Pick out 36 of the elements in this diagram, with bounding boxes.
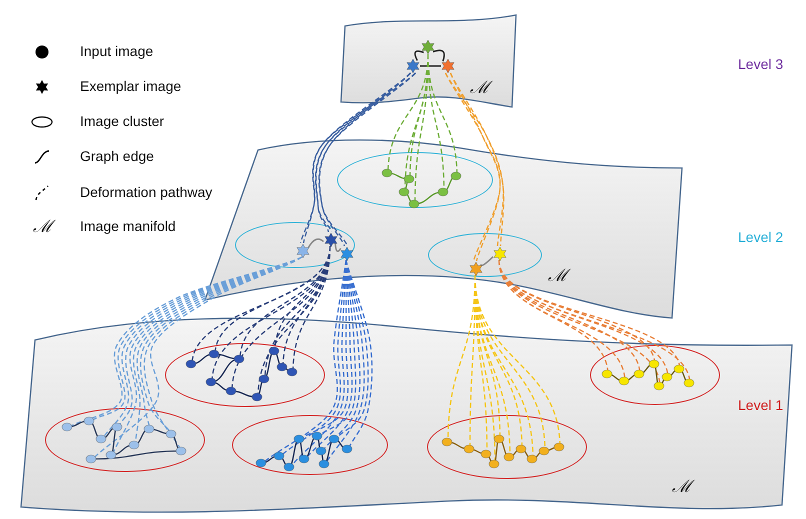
legend-text: Image manifold <box>80 219 176 233</box>
legend-text: Deformation pathway <box>80 185 212 199</box>
exemplar-star-icon <box>406 59 420 73</box>
exemplar-star-icon <box>340 247 354 261</box>
cluster-ellipse <box>590 345 720 405</box>
exemplar-star-icon <box>493 247 507 261</box>
legend-text: Graph edge <box>80 149 154 163</box>
cluster-ellipse <box>427 415 587 479</box>
graph-edge <box>480 256 494 266</box>
manifold-symbol: ℳ <box>672 479 692 496</box>
deformation-pathway <box>300 72 416 244</box>
graph-edge <box>308 238 324 248</box>
graph-edge <box>420 65 441 67</box>
cluster-ellipse <box>337 152 493 208</box>
legend-text: Input image <box>80 44 154 58</box>
exemplar-star-icon <box>324 233 338 247</box>
exemplar-star-icon <box>469 262 483 276</box>
exemplar-star-icon <box>441 59 455 73</box>
legend-text: Image cluster <box>80 114 164 128</box>
cluster-ellipse <box>428 233 542 277</box>
graph-edge <box>334 244 342 252</box>
cluster-ellipse <box>165 343 325 407</box>
exemplar-star-icon <box>421 40 435 54</box>
legend-text: Exemplar image <box>80 79 182 93</box>
cluster-ellipse <box>45 408 205 472</box>
level-label: Level 3 <box>738 57 784 71</box>
cluster-ellipse <box>235 222 355 268</box>
level-label: Level 1 <box>738 398 784 412</box>
manifold-symbol: ℳ <box>470 80 490 97</box>
cluster-ellipse <box>232 415 388 475</box>
graph-edge <box>432 50 445 62</box>
level-label: Level 2 <box>738 230 784 244</box>
manifold-symbol: ℳ <box>548 268 568 285</box>
graph-edge <box>414 50 424 61</box>
exemplar-star-icon <box>296 244 310 258</box>
manifold-symbol: ℳ <box>33 219 53 236</box>
